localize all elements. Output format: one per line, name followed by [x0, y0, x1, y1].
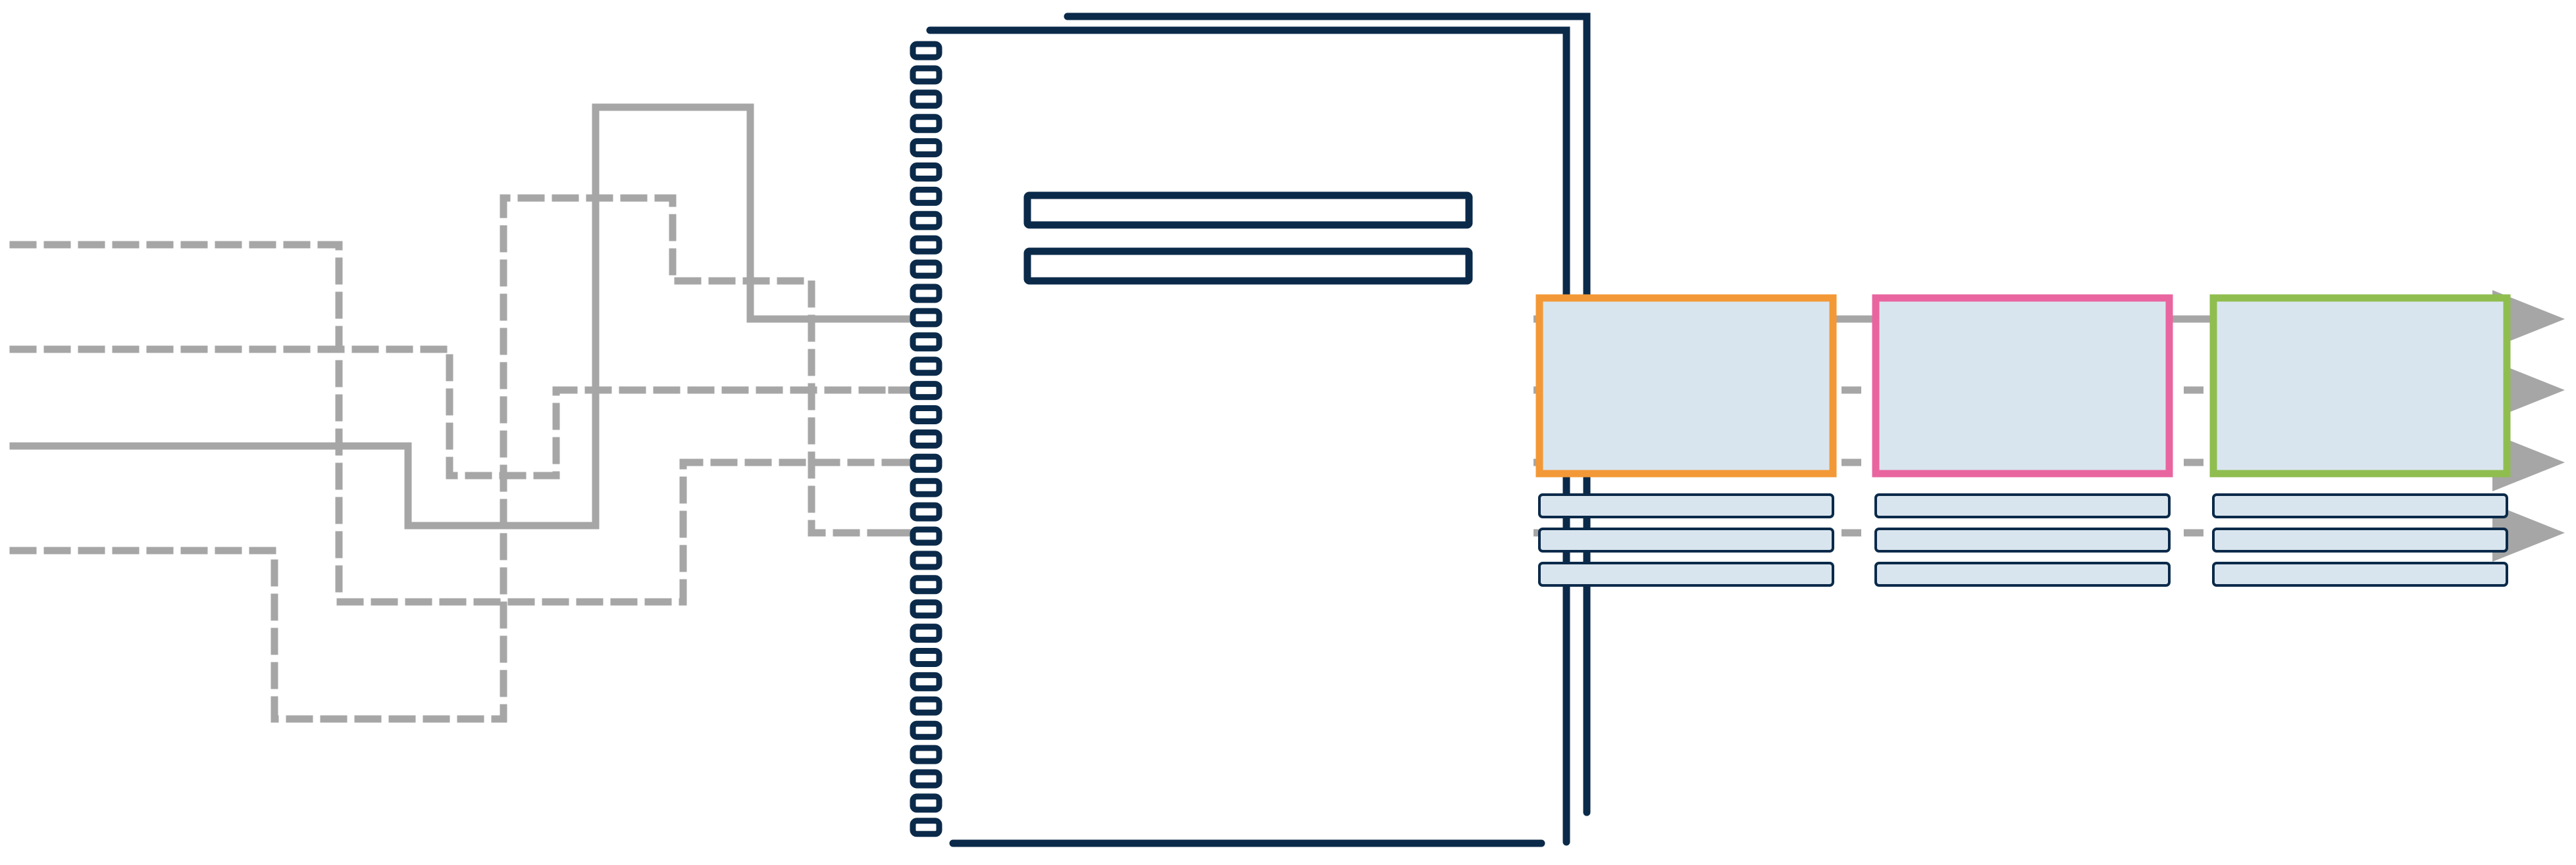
input-lines: [9, 103, 922, 723]
stage-sub-bar: [1874, 528, 2171, 553]
input-line-4: [9, 194, 896, 723]
connector-pin: [910, 818, 942, 837]
input-line-1: [9, 241, 896, 606]
connector-pin: [910, 526, 942, 546]
connector-pin: [910, 696, 942, 716]
connector-pin: [910, 453, 942, 473]
connector-pin: [910, 138, 942, 158]
connector-pin: [910, 672, 942, 691]
connector-pin: [910, 502, 942, 522]
input-line-2: [9, 345, 896, 480]
stage-box: [2209, 294, 2511, 478]
stage-box: [1535, 294, 1837, 478]
connector-pin: [910, 551, 942, 570]
stage-box: [1872, 294, 2173, 478]
stage-2: [1872, 294, 2173, 587]
connector-pin: [910, 114, 942, 134]
connector-pin: [910, 41, 942, 61]
stage-sub-bar: [1538, 528, 1834, 553]
panel: [910, 12, 1591, 847]
connector-pin: [910, 429, 942, 449]
connector-pin: [910, 478, 942, 497]
stage-sub-bar: [2212, 493, 2508, 518]
stage-sub-bar: [1538, 493, 1834, 518]
connector-pin: [910, 162, 942, 182]
stage-3: [2209, 294, 2511, 587]
panel-bar: [1023, 191, 1473, 229]
connector-pin: [910, 210, 942, 230]
stage-sub-bar: [2212, 528, 2508, 553]
stage-1: [1535, 294, 1837, 587]
stage-sub-bar: [1874, 493, 2171, 518]
connector-pin: [910, 624, 942, 643]
processing-stages: [1535, 294, 2511, 587]
connector-pins: [910, 41, 942, 837]
panel-bar: [1023, 247, 1473, 285]
connector-pin: [910, 284, 942, 303]
panel-inner-frame: [926, 26, 1570, 846]
connector-pin: [910, 332, 942, 352]
connector-pin: [910, 745, 942, 764]
connector-pin: [910, 575, 942, 595]
connector-pin: [910, 720, 942, 740]
connector-pin: [910, 793, 942, 813]
connector-pin: [910, 405, 942, 424]
connector-pin: [910, 235, 942, 255]
connector-pin: [910, 648, 942, 667]
panel-bars: [1023, 191, 1473, 285]
connector-pin: [910, 259, 942, 279]
panel-outer-frame: [1064, 12, 1591, 816]
stage-sub-bar: [1874, 562, 2171, 587]
connector-pin: [910, 599, 942, 619]
connector-pin: [910, 89, 942, 109]
stage-sub-bar: [1538, 562, 1834, 587]
connector-pin: [910, 381, 942, 401]
connector-pin: [910, 357, 942, 376]
connector-pin: [910, 308, 942, 328]
connector-pin: [910, 65, 942, 85]
connector-pin: [910, 769, 942, 789]
stage-sub-bar: [2212, 562, 2508, 587]
connector-pin: [910, 186, 942, 206]
